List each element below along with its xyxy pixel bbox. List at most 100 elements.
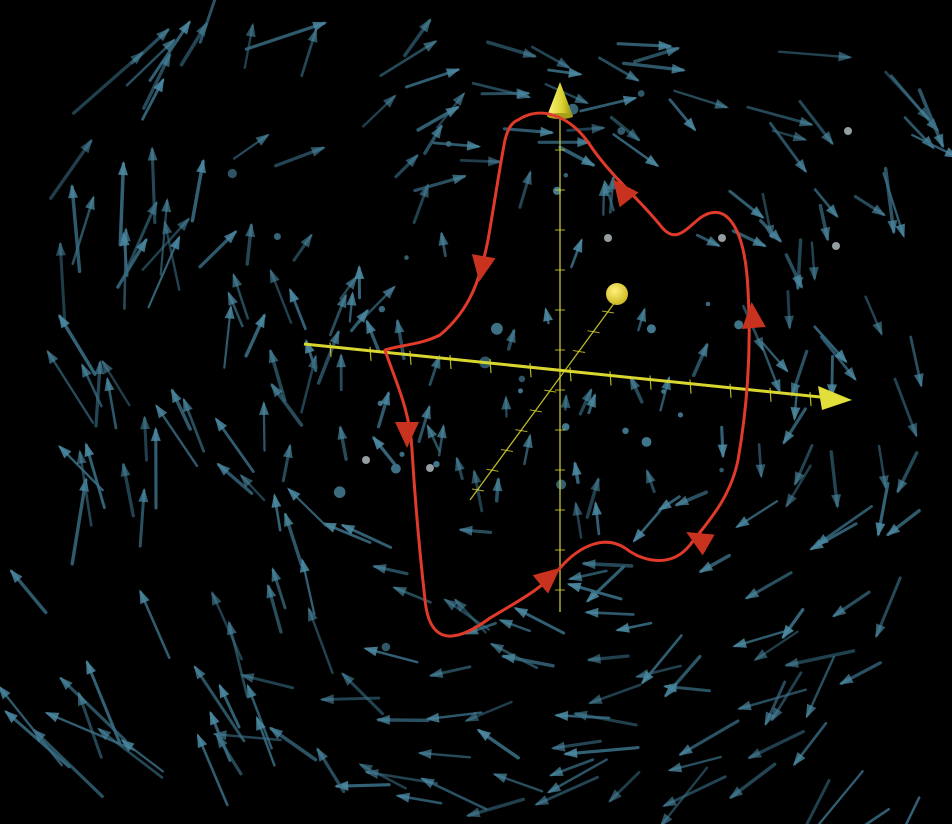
- field-arrow: [492, 477, 503, 503]
- field-arrow: [667, 755, 722, 773]
- field-arrow: [337, 425, 348, 461]
- field-arrow: [746, 105, 814, 127]
- closed-curve: [383, 111, 766, 638]
- field-arrow: [68, 184, 82, 274]
- field-arrow: [744, 571, 793, 600]
- field-arrow: [232, 133, 270, 160]
- field-arrow: [403, 18, 432, 58]
- field-arrow: [9, 569, 48, 615]
- field-arrow: [817, 770, 864, 824]
- field-arrow: [268, 348, 287, 403]
- field-arrow: [498, 619, 531, 633]
- field-arrow: [566, 123, 606, 134]
- field-arrow: [522, 433, 533, 466]
- x-axis-tick: [769, 387, 772, 402]
- field-arrow: [612, 133, 660, 167]
- field-arrow: [218, 683, 241, 729]
- field-arrow: [814, 504, 873, 547]
- field-arrow: [909, 335, 924, 388]
- field-arrow: [227, 620, 249, 698]
- field-speck: [718, 234, 726, 242]
- field-arrow: [300, 28, 318, 78]
- field-arrow: [546, 758, 608, 794]
- x-axis-tick: [649, 375, 652, 390]
- field-arrow: [246, 683, 273, 750]
- field-arrow: [792, 721, 828, 767]
- field-arrow: [375, 714, 430, 725]
- field-arrow: [77, 691, 103, 759]
- z-axis-tick: [486, 468, 499, 472]
- field-arrow: [571, 461, 582, 484]
- field-arrow: [340, 524, 393, 549]
- field-arrow: [433, 461, 440, 468]
- field-arrow: [471, 81, 532, 100]
- field-arrow: [668, 98, 697, 132]
- field-arrow: [813, 325, 848, 364]
- field-arrow: [781, 608, 805, 640]
- field-arrow: [259, 400, 269, 452]
- field-arrow: [283, 512, 304, 567]
- field-arrow: [116, 237, 148, 289]
- field-arrow: [563, 746, 640, 758]
- field-arrow: [196, 733, 229, 807]
- field-arrow: [567, 569, 608, 582]
- x-axis-tick: [809, 391, 812, 406]
- field-arrow: [120, 462, 136, 518]
- field-arrow: [148, 20, 191, 82]
- field-arrow: [875, 481, 890, 537]
- z-axis-tick: [587, 330, 600, 334]
- field-arrow: [662, 682, 711, 693]
- origin-marker: [606, 283, 628, 305]
- field-arrow: [428, 665, 472, 678]
- field-arrow: [316, 329, 340, 385]
- z-axis-tick: [601, 310, 615, 314]
- field-arrow: [798, 100, 834, 146]
- field-arrow: [118, 161, 128, 247]
- field-arrow: [838, 661, 882, 685]
- field-arrow: [379, 40, 438, 77]
- field-arrow: [609, 115, 641, 142]
- field-arrow: [417, 749, 472, 759]
- field-arrow: [805, 655, 836, 719]
- field-arrow: [362, 94, 397, 128]
- field-arrow: [717, 425, 728, 459]
- field-arrow: [634, 664, 682, 679]
- field-arrow: [534, 775, 599, 806]
- field-arrow: [632, 509, 662, 543]
- field-arrow: [417, 404, 431, 443]
- field-arrow: [281, 443, 293, 483]
- field-arrow: [404, 255, 409, 260]
- field-arrow: [513, 607, 566, 635]
- field-arrow: [760, 345, 781, 394]
- field-arrow: [896, 451, 919, 494]
- field-arrow: [853, 195, 887, 217]
- field-arrow: [805, 779, 831, 824]
- field-arrow: [883, 166, 898, 235]
- field-arrow: [271, 493, 282, 532]
- field-arrow: [46, 349, 95, 424]
- field-speck: [426, 464, 434, 472]
- field-arrow: [336, 353, 347, 392]
- field-arrow: [759, 219, 782, 243]
- curve-direction-arrow: [741, 302, 766, 330]
- field-arrow: [518, 170, 532, 209]
- field-arrow: [585, 565, 625, 603]
- field-arrow: [289, 287, 307, 331]
- z-axis-tick: [500, 448, 513, 452]
- field-arrow: [732, 629, 788, 648]
- field-arrow: [662, 775, 727, 807]
- field-arrow: [455, 456, 465, 481]
- field-arrow: [244, 313, 266, 358]
- field-arrow: [622, 61, 686, 74]
- field-arrow: [170, 388, 192, 431]
- z-axis-tick: [515, 429, 528, 433]
- field-arrow: [598, 56, 640, 82]
- field-arrow: [598, 181, 609, 216]
- field-arrow: [464, 700, 513, 722]
- field-arrow: [372, 564, 409, 576]
- x-axis-tick: [449, 354, 452, 370]
- field-arrow: [209, 710, 232, 762]
- field-arrow: [753, 630, 799, 661]
- curve-path: [383, 111, 751, 638]
- field-arrow: [677, 412, 684, 418]
